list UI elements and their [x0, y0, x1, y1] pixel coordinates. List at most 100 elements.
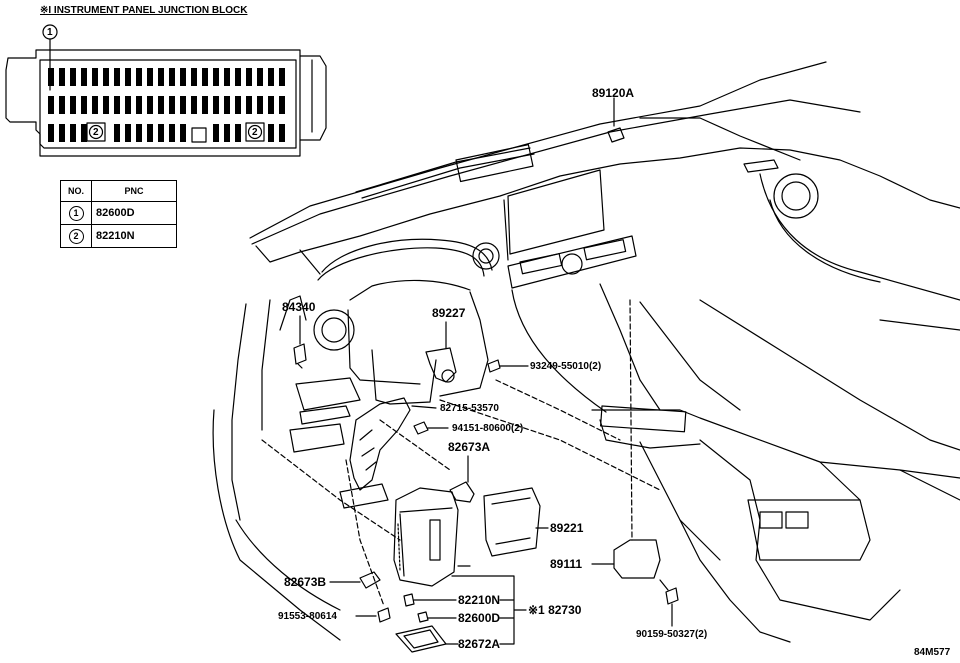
fuse-slot	[224, 68, 230, 86]
table-row: 2 82210N	[60, 224, 177, 248]
dashboard-drawing	[212, 61, 960, 643]
diagram-id: 84M577	[914, 647, 951, 658]
callout-2a-label: 2	[93, 127, 99, 138]
part-90159-shape	[665, 587, 679, 605]
pnc-table: NO. PNC 1 82600D 2 82210N	[60, 180, 177, 248]
fuse-slot	[147, 124, 153, 142]
part-82672A-shape	[395, 625, 447, 653]
fuse-slot	[246, 68, 252, 86]
label-94151: 94151-80600(2)	[452, 423, 524, 434]
label-93249: 93249-55010(2)	[530, 361, 602, 372]
label-89111: 89111	[550, 557, 583, 571]
fuse-slot	[136, 124, 142, 142]
fuse-slot	[125, 68, 131, 86]
label-91553: 91553-80614	[278, 611, 337, 622]
junction-block-drawing	[5, 49, 327, 157]
fuse-slot	[158, 96, 164, 114]
label-82672A: 82672A	[458, 637, 501, 651]
label-84340: 84340	[282, 300, 316, 314]
fuse-slot	[268, 124, 274, 142]
callout-1-label: 1	[47, 27, 53, 38]
fuse-slot	[191, 68, 197, 86]
label-89120A: 89120A	[592, 86, 635, 100]
fuse-slot	[257, 68, 263, 86]
callout-2b-circle	[247, 124, 263, 140]
table-row-pnc: 82600D	[91, 201, 177, 225]
table-row-pnc: 82210N	[91, 224, 177, 248]
fuse-slot	[48, 68, 54, 86]
fuse-slot	[92, 96, 98, 114]
fuse-slot	[268, 96, 274, 114]
fuse-slot	[125, 96, 131, 114]
part-82715-shape	[349, 397, 411, 491]
part-89221-shape	[483, 487, 541, 557]
fuse-slot	[202, 68, 208, 86]
fuse-slot	[235, 96, 241, 114]
fuse-slot	[70, 68, 76, 86]
label-82210N: 82210N	[458, 593, 501, 607]
fuse-slot	[136, 96, 142, 114]
part-82600D-shape	[417, 611, 429, 623]
label-89221: 89221	[550, 521, 584, 535]
fuse-slot	[103, 96, 109, 114]
label-89227: 89227	[432, 306, 466, 320]
fuse-slot	[59, 68, 65, 86]
part-82673A-shape	[449, 481, 475, 503]
fuse-slot	[81, 124, 87, 142]
label-82715: 82715-53570	[440, 403, 499, 414]
fuse-slot	[48, 124, 54, 142]
fuse-slot	[279, 124, 285, 142]
fuse-slot	[114, 68, 120, 86]
part-89120A-shape	[607, 127, 625, 143]
fuse-slot	[213, 68, 219, 86]
fuse-slot	[224, 124, 230, 142]
fuse-slot	[202, 96, 208, 114]
label-82673A: 82673A	[448, 440, 491, 454]
fuse-slot	[59, 124, 65, 142]
part-89227-shape	[425, 347, 457, 383]
label-82673B: 82673B	[284, 575, 327, 589]
part-82210N-shape	[403, 593, 415, 607]
fuse-slot	[147, 68, 153, 86]
part-82730-shape	[393, 487, 459, 587]
part-89111-shape	[613, 539, 661, 579]
fuse-slot	[180, 96, 186, 114]
fuse-slot	[136, 68, 142, 86]
fuse-slot	[70, 96, 76, 114]
fuse-slot	[70, 124, 76, 142]
part-94151-shape	[413, 421, 429, 435]
fuse-slot	[169, 68, 175, 86]
fuse-slot	[279, 68, 285, 86]
fuse-slot	[158, 124, 164, 142]
fuse-slot	[48, 96, 54, 114]
fuse-slot	[59, 96, 65, 114]
fuse-slot	[114, 96, 120, 114]
table-row: 1 82600D	[60, 201, 177, 225]
table-row-number: 1	[68, 205, 84, 221]
fuse-slot	[246, 96, 252, 114]
callout-2a-circle	[88, 124, 104, 140]
fuse-slot	[224, 96, 230, 114]
part-82673B-shape	[359, 571, 381, 589]
fuse-slot	[180, 68, 186, 86]
table-header-pnc: PNC	[91, 180, 177, 202]
fuse-slot	[158, 68, 164, 86]
fuse-slot	[81, 96, 87, 114]
label-82730: ※1 82730	[528, 603, 582, 617]
fuse-slot	[103, 68, 109, 86]
fuse-slot	[169, 96, 175, 114]
table-header-no: NO.	[60, 180, 92, 202]
fuse-slot	[147, 96, 153, 114]
fuse-slot	[268, 68, 274, 86]
fuse-slot	[191, 96, 197, 114]
fuse-slot	[125, 124, 131, 142]
fuse-slot	[279, 96, 285, 114]
part-93249-shape	[487, 359, 501, 373]
fuse-slot	[213, 124, 219, 142]
part-91553-shape	[377, 607, 391, 623]
fuse-slot	[169, 124, 175, 142]
label-82600D: 82600D	[458, 611, 501, 625]
part-84340-shape	[293, 343, 307, 369]
